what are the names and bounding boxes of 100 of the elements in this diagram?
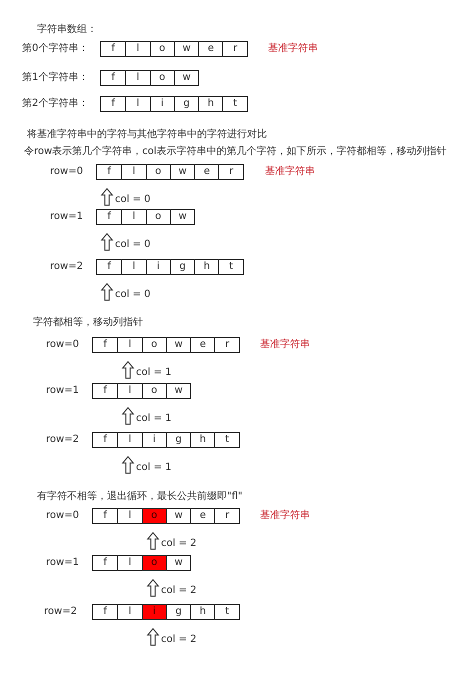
pointer-arrow [101,188,113,206]
letter-cell: h [190,605,214,619]
pointer-arrow [147,532,159,550]
letter-cell: w [166,509,190,523]
letter-cell: l [125,97,150,111]
edge-label: col = 1 [136,366,172,380]
letter-cell-text: f [106,260,112,274]
letter-cell: e [190,509,214,523]
instruction-text: 令row表示第几个字符串，col表示字符串中的第几个字符，如下所示，字符都相等，移动列指针 [24,145,447,159]
letter-cell: h [198,97,222,111]
letter-cell-text: f [110,42,116,56]
letter-cell-text: f [102,556,108,570]
row-label: row=1 [46,384,79,398]
row-label: 第2个字符串： [22,97,88,111]
row-label: row=0 [46,338,79,352]
row-label: row=2 [50,260,83,274]
letter-cell: i [142,433,166,447]
base-string-note: 基准字符串 [268,42,318,56]
letter-cell: t [214,433,239,447]
letter-cell: w [170,165,194,179]
string-array [100,41,248,57]
letter-cell: g [174,97,198,111]
pointer-arrow [147,628,159,646]
letter-cell: e [198,42,222,56]
string-array [96,209,196,225]
instruction-text: 将基准字符串中的字符与其他字符串中的字符进行对比 [27,128,267,142]
letter-cell: t [218,260,243,274]
row-label: row=0 [46,509,79,523]
letter-cell: o [150,71,174,85]
row-label: row=1 [50,210,83,224]
row-label: 第1个字符串： [22,71,88,85]
highlighted-cell: o [142,556,166,570]
letter-cell: t [222,97,247,111]
highlighted-cell: i [142,605,166,619]
letter-cell: g [170,260,194,274]
string-array [96,259,244,275]
pointer-arrow [101,283,113,301]
letter-cell: h [194,260,218,274]
row-label: row=2 [46,433,79,447]
pointer-arrow [101,233,113,251]
letter-cell: w [166,556,190,570]
highlighted-cell: o [142,509,166,523]
edge-label: col = 0 [115,288,150,302]
letter-cell: o [146,165,170,179]
letter-cell-text: f [102,338,108,352]
letter-cell-text: f [102,605,108,619]
base-string-note: 基准字符串 [260,338,310,352]
row-label: row=2 [44,605,77,619]
letter-cell: o [150,42,174,56]
letter-cell-text: f [106,165,112,179]
letter-cell: l [117,384,142,398]
letter-cell-text: f [102,509,108,523]
letter-cell-text: f [110,71,116,85]
string-array [100,70,200,86]
edge-label: col = 1 [136,461,172,475]
row-label: row=1 [46,556,79,570]
letter-cell: i [150,97,174,111]
letter-cell: l [125,71,150,85]
letter-cell: g [166,605,190,619]
string-array [92,383,192,399]
letter-cell: h [190,433,214,447]
string-array [92,337,240,353]
pointer-arrow [122,407,134,425]
letter-cell: e [194,165,218,179]
letter-cell: o [146,210,170,224]
string-array [100,96,248,112]
string-array [92,432,240,448]
letter-cell-text: f [102,433,108,447]
letter-cell: r [214,509,239,523]
letter-cell: i [146,260,170,274]
base-string-note: 基准字符串 [260,509,310,523]
row-label: 第0个字符串： [22,42,88,56]
letter-cell: g [166,433,190,447]
letter-cell: r [222,42,247,56]
edge-label: col = 2 [161,633,196,647]
edge-label: col = 2 [161,584,196,598]
letter-cell: l [121,210,146,224]
letter-cell-text: f [106,210,112,224]
letter-cell: w [166,384,190,398]
letter-cell: w [166,338,190,352]
edge-label: col = 1 [136,412,172,426]
letter-cell: t [214,605,239,619]
heading: 字符串数组： [37,23,97,37]
edge-label: col = 0 [115,238,150,252]
string-array [92,508,240,524]
base-string-note: 基准字符串 [265,165,315,179]
heading: 字符都相等，移动列指针 [33,316,143,330]
edge-label: col = 0 [115,193,150,207]
letter-cell: l [117,433,142,447]
heading: 有字符不相等，退出循环，最长公共前缀即"fl" [37,490,242,504]
letter-cell-text: f [110,97,116,111]
letter-cell: w [174,42,198,56]
letter-cell-text: f [102,384,108,398]
letter-cell: w [174,71,198,85]
string-array [96,164,244,180]
letter-cell: r [214,338,239,352]
edge-label: col = 2 [161,537,196,551]
string-array [92,555,192,571]
string-array [92,604,240,620]
letter-cell: e [190,338,214,352]
